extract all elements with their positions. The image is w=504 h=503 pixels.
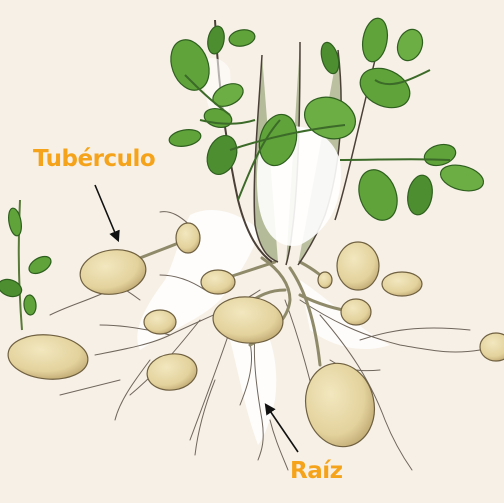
tuber (79, 249, 147, 295)
tuber-label: Tubérculo (33, 146, 156, 172)
leaf-stalks (184, 69, 451, 201)
tuber (212, 296, 284, 344)
tuber (7, 334, 89, 380)
tubers (7, 222, 504, 448)
tuber (317, 271, 333, 289)
leaves (0, 17, 485, 316)
tuber (175, 222, 201, 254)
arrow-icon (264, 403, 299, 453)
root-label: Raíz (290, 458, 343, 484)
tuber (305, 362, 375, 448)
tuber (381, 271, 423, 297)
arrow-icon (94, 184, 120, 243)
tuber (146, 353, 198, 391)
tuber (143, 309, 177, 335)
tuber (336, 241, 380, 291)
tuber (479, 332, 504, 362)
tuber (340, 298, 372, 326)
tuber (200, 269, 236, 295)
